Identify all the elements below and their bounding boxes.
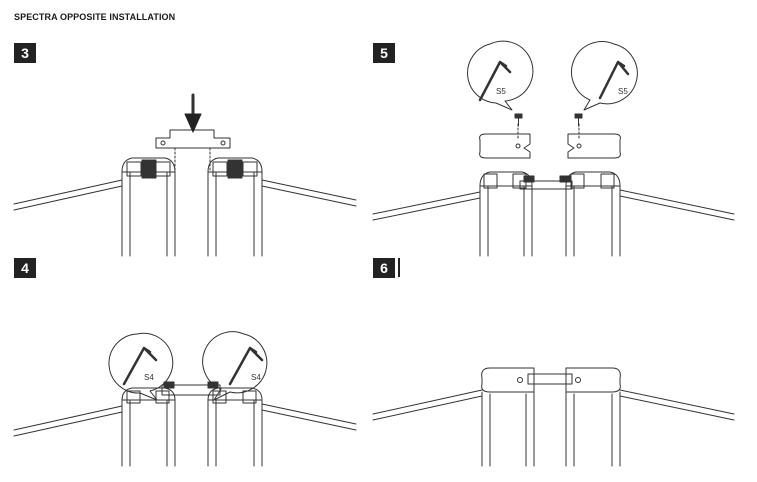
step-badge-6: 6 bbox=[373, 258, 395, 278]
page-title: SPECTRA OPPOSITE INSTALLATION bbox=[14, 12, 176, 22]
step-3-right-post bbox=[207, 157, 263, 257]
step-5-left-label: S5 bbox=[496, 87, 506, 96]
step-5-illustration bbox=[372, 40, 735, 257]
step-badge-5: 5 bbox=[373, 43, 395, 63]
step-3-illustration bbox=[13, 93, 357, 257]
step-6-right-wall bbox=[619, 389, 735, 421]
step-6-bracket bbox=[527, 373, 573, 385]
step-3-right-wall bbox=[261, 179, 357, 207]
step-6-right-cap bbox=[565, 367, 621, 393]
step-5-callout-left bbox=[467, 40, 534, 111]
step-5-screw-right bbox=[574, 113, 583, 127]
step-5-bracket bbox=[519, 175, 573, 190]
step-badge-4: 4 bbox=[14, 258, 36, 278]
step-3-connector-bracket bbox=[155, 129, 231, 173]
step-5-screw-left bbox=[514, 113, 523, 127]
step-3-left-post bbox=[121, 157, 176, 257]
step-4-callout-left bbox=[108, 332, 174, 401]
step-5-right-post bbox=[565, 171, 621, 257]
step-4-illustration bbox=[13, 331, 357, 467]
text-cursor-bar bbox=[398, 258, 400, 277]
step-5-left-wall bbox=[372, 191, 481, 221]
step-5-right-wall bbox=[619, 189, 735, 221]
step-3-left-wall bbox=[13, 179, 123, 211]
step-5-right-cap bbox=[567, 123, 621, 159]
step-4-left-label: S4 bbox=[144, 373, 154, 382]
step-4-bracket bbox=[161, 381, 221, 396]
step-5-left-post bbox=[479, 171, 533, 257]
step-6-left-post bbox=[481, 391, 535, 467]
step-6-left-wall bbox=[372, 389, 483, 421]
step-6-right-post bbox=[565, 391, 621, 467]
step-4-left-post bbox=[121, 387, 176, 467]
step-3-down-arrow bbox=[184, 93, 202, 133]
step-5-callout-right bbox=[571, 41, 638, 111]
step-5-right-label: S5 bbox=[618, 87, 628, 96]
step-4-right-label: S4 bbox=[251, 373, 261, 382]
step-4-right-post bbox=[207, 387, 263, 467]
step-5-left-cap bbox=[479, 123, 531, 159]
step-6-illustration bbox=[372, 367, 735, 467]
step-4-right-wall bbox=[261, 403, 357, 431]
step-6-left-cap bbox=[481, 367, 535, 393]
step-4-callout-right bbox=[202, 331, 268, 401]
step-4-left-wall bbox=[13, 405, 123, 437]
step-badge-3: 3 bbox=[14, 43, 36, 63]
